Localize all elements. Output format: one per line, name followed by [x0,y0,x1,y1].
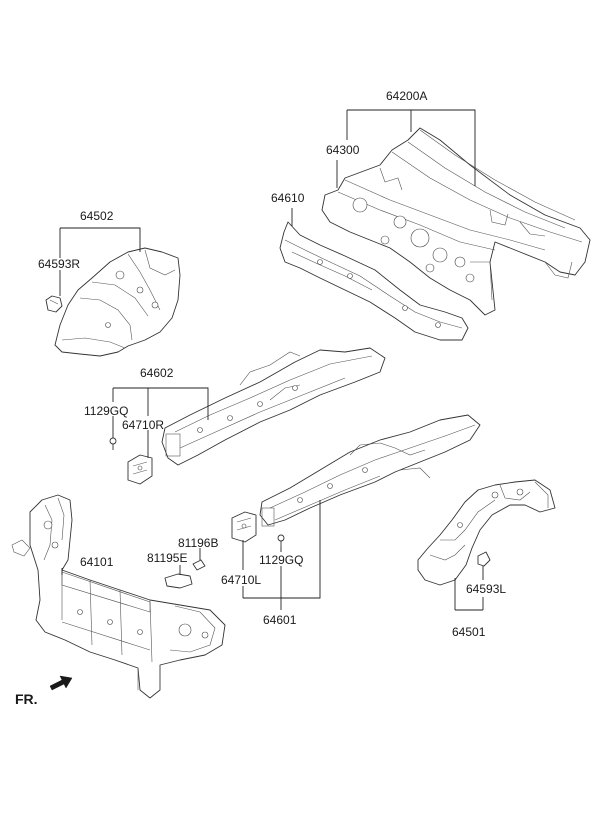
bracket-64593l [477,551,491,567]
label-64101: 64101 [80,555,114,569]
front-indicator-label: FR. [15,691,38,707]
label-64710l: 64710L [221,573,261,587]
label-64502: 64502 [80,209,114,223]
label-64501: 64501 [452,625,486,639]
label-64593r: 64593R [38,257,80,271]
label-1129gq-top: 1129GQ [84,404,128,418]
label-81196b: 81196B [178,536,218,550]
label-64601: 64601 [263,613,297,627]
leader-lines [59,109,484,611]
bracket-64710l [231,511,257,543]
label-1129gq-bottom: 1129GQ [259,553,303,567]
front-side-member-right [161,347,386,466]
front-wheel-house-right [54,247,181,357]
label-64710r: 64710R [122,418,164,432]
label-64602: 64602 [140,366,174,380]
label-64593l: 64593L [466,582,506,596]
front-side-member-left [259,414,481,527]
cowl-panel-assembly [321,127,591,316]
bolt-1129gq-bottom [277,534,285,547]
dash-cross-member [279,221,469,341]
bracket-81195e [164,573,193,589]
front-wheel-house-left [417,479,556,586]
bracket-64710r [127,454,153,485]
front-direction-arrow-icon [49,675,73,691]
label-64300: 64300 [326,143,360,157]
label-64200a: 64200A [386,89,427,103]
label-64610: 64610 [271,191,305,205]
label-81195e: 81195E [147,551,187,565]
clip-81196b [192,559,206,571]
bracket-64593r [45,295,63,313]
radiator-support-panel [11,494,226,699]
bolt-1129gq-top [109,437,117,450]
